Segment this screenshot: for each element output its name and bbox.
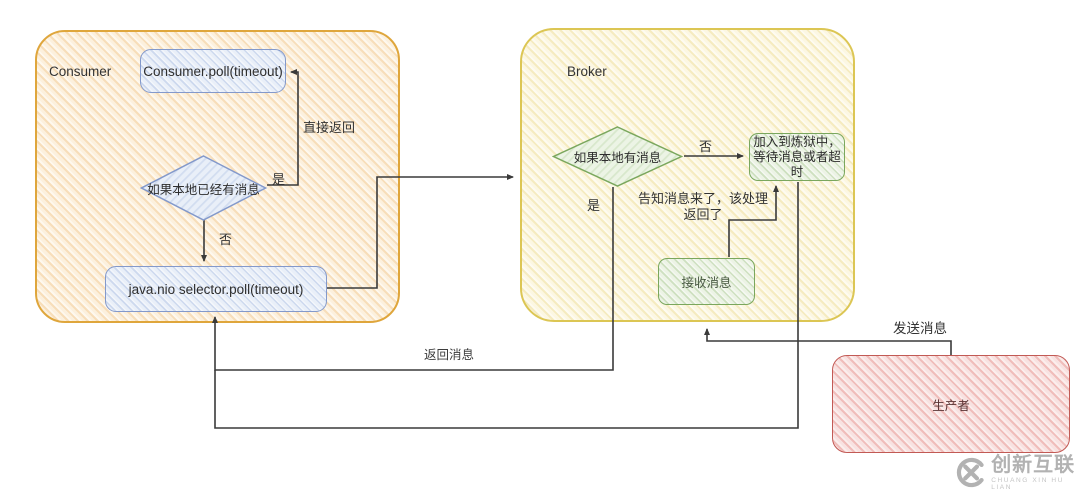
purgatory-label: 加入到炼狱中，等待消息或者超时: [753, 134, 841, 179]
label-consumer-yes: 是: [272, 172, 286, 187]
consumer-decision-label: 如果本地已经有消息: [147, 182, 260, 197]
label-send-message: 发送消息: [893, 321, 947, 336]
label-broker-yes: 是: [587, 198, 601, 213]
selector-poll-box: java.nio selector.poll(timeout): [105, 266, 327, 312]
producer-label: 生产者: [932, 398, 970, 413]
consumer-decision-diamond: 如果本地已经有消息: [140, 155, 267, 221]
broker-note-line1: 告知消息来了，该处理: [637, 191, 768, 206]
watermark-text: 创新互联 CHUANG XIN HU LIAN: [991, 454, 1080, 491]
consumer-poll-box: Consumer.poll(timeout): [140, 49, 286, 93]
broker-note: 告知消息来了，该处理 返回了: [622, 191, 784, 224]
selector-poll-label: java.nio selector.poll(timeout): [128, 281, 304, 297]
purgatory-box: 加入到炼狱中，等待消息或者超时: [749, 133, 845, 181]
broker-title: Broker: [567, 64, 607, 79]
watermark-brand: 创新互联: [991, 454, 1076, 476]
broker-decision-label: 如果本地有消息: [573, 151, 662, 165]
label-broker-no: 否: [699, 139, 713, 154]
receive-message-box: 接收消息: [658, 258, 755, 305]
consumer-poll-label: Consumer.poll(timeout): [143, 63, 283, 79]
watermark-subtext: CHUANG XIN HU LIAN: [991, 477, 1064, 491]
watermark: 创新互联 CHUANG XIN HU LIAN: [956, 454, 1080, 491]
label-consumer-no: 否: [219, 232, 233, 247]
watermark-logo-icon: [956, 457, 984, 488]
producer-box: 生产者: [832, 355, 1070, 453]
broker-decision-diamond: 如果本地有消息: [552, 126, 683, 187]
label-direct-return: 直接返回: [303, 120, 356, 135]
receive-message-label: 接收消息: [681, 276, 732, 290]
consumer-title: Consumer: [49, 64, 112, 79]
label-return-message: 返回消息: [424, 348, 475, 362]
broker-note-line2: 返回了: [683, 207, 723, 223]
